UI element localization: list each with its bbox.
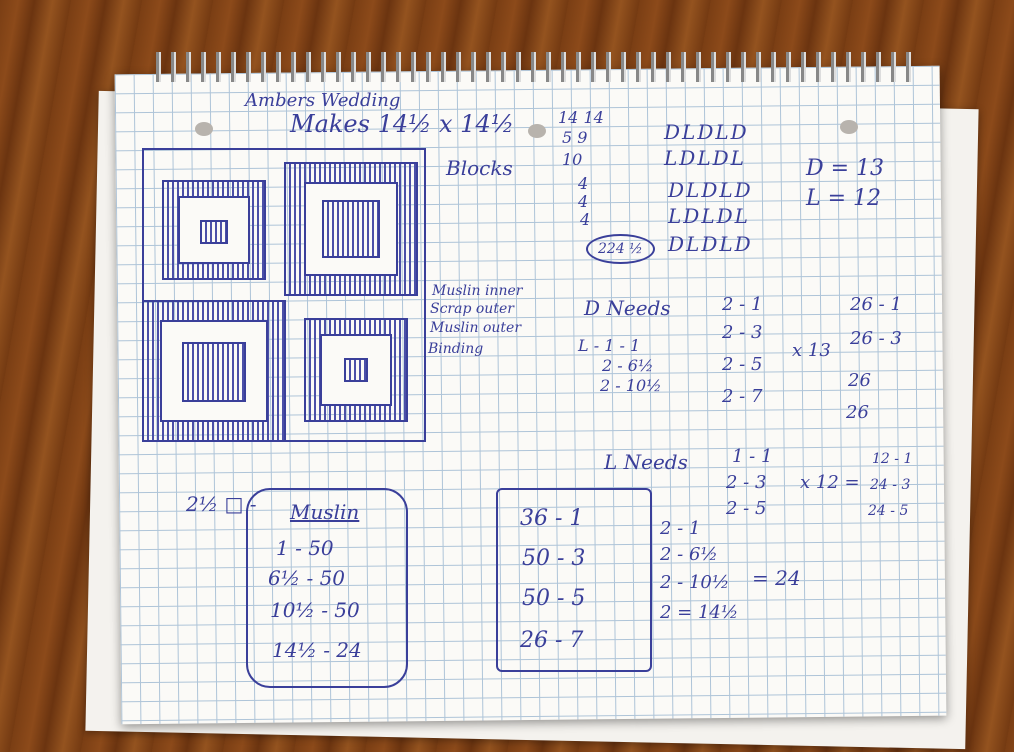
l-needs-item: 1 - 1 [732, 448, 772, 466]
sum-total: 224 ½ [586, 234, 655, 264]
block-grid-row: DLDLD [664, 122, 749, 142]
punch-hole [840, 120, 858, 134]
binding-total: = 24 [752, 568, 801, 588]
d-needs-item: 2 - 1 [722, 296, 762, 314]
muslin-row: 14½ - 24 [272, 640, 362, 660]
sum-entry: 4 [578, 194, 588, 210]
fabric-list-item: Scrap outer [430, 302, 514, 316]
fabric-list-item: Muslin inner [432, 284, 522, 298]
l-needs-item: 2 - 5 [726, 500, 766, 518]
d-needs-l-item: 2 - 10½ [600, 378, 662, 394]
l-needs-result: 24 - 3 [870, 478, 910, 492]
binding-row: 2 - 10½ [660, 574, 729, 592]
d-needs-result: 26 [846, 404, 869, 422]
quilt-block-center [344, 358, 368, 382]
quilt-block-center [200, 220, 228, 244]
muslin-row: 10½ - 50 [270, 600, 360, 620]
punch-hole [528, 124, 546, 138]
d-needs-l-item: 2 - 6½ [602, 358, 653, 374]
d-needs-result: 26 - 1 [850, 296, 902, 314]
quilt-block-center [182, 342, 246, 402]
block-grid-row: LDLDL [668, 206, 750, 226]
sum-entry: 5 9 [562, 130, 587, 146]
d-needs-item: 2 - 7 [722, 388, 762, 406]
scrap-row: 50 - 5 [522, 588, 585, 610]
block-grid-row: LDLDL [664, 148, 746, 168]
block-total: L = 12 [806, 188, 881, 210]
punch-hole [195, 122, 213, 136]
sum-entry: 14 14 [558, 110, 604, 126]
muslin-row: 1 - 50 [276, 538, 334, 558]
l-needs-multiplier: x 12 = [800, 474, 860, 492]
binding-row: 2 - 6½ [660, 546, 718, 564]
sum-entry: 10 [562, 152, 582, 168]
d-needs-result: 26 - 3 [850, 330, 902, 348]
scrap-row: 50 - 3 [522, 548, 585, 570]
block-grid-row: DLDLD [668, 234, 753, 254]
title-line-1: Ambers Wedding [245, 92, 400, 110]
d-needs-label: D Needs [584, 298, 671, 318]
l-needs-result: 12 - 1 [872, 452, 912, 466]
binding-row: 2 - 1 [660, 520, 700, 538]
block-grid-row: DLDLD [668, 180, 753, 200]
spiral-binding [150, 52, 920, 82]
fabric-list-item: Binding [428, 342, 483, 356]
d-needs-l-item: L - 1 - 1 [578, 338, 640, 354]
d-needs-item: 2 - 3 [722, 324, 762, 342]
scrap-row: 26 - 7 [520, 630, 583, 652]
binding-row: 2 = 14½ [660, 604, 738, 622]
blocks-label: Blocks [446, 158, 513, 178]
quilt-block-center [322, 200, 380, 258]
l-needs-result: 24 - 5 [868, 504, 908, 518]
d-needs-item: 2 - 5 [722, 356, 762, 374]
scrap-row: 36 - 1 [520, 508, 583, 530]
d-needs-multiplier: x 13 [792, 342, 831, 360]
title-line-2: Makes 14½ x 14½ [290, 112, 514, 136]
muslin-title: Muslin [290, 502, 359, 522]
l-needs-item: 2 - 3 [726, 474, 766, 492]
sum-entry: 4 [580, 212, 590, 228]
sum-entry: 4 [578, 176, 588, 192]
fabric-list-item: Muslin outer [430, 321, 521, 335]
block-total: D = 13 [806, 158, 884, 180]
muslin-row: 6½ - 50 [268, 568, 345, 588]
d-needs-result: 26 [848, 372, 871, 390]
l-needs-label: L Needs [604, 452, 688, 472]
